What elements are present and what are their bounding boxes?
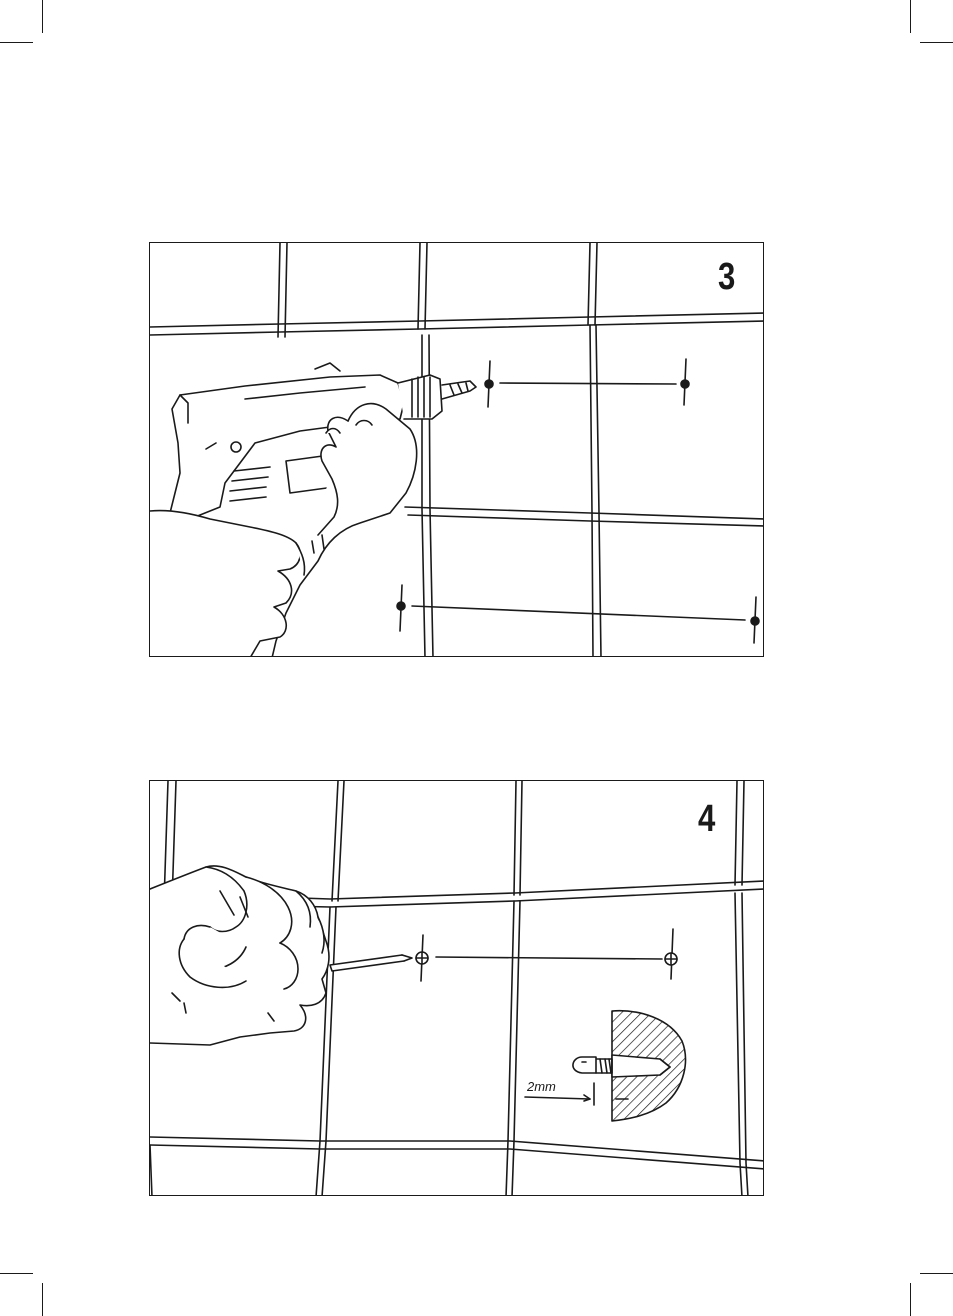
screw-markers (416, 929, 677, 981)
crop-mark-top-left-h (0, 42, 33, 43)
figure-step-3: 3 (149, 242, 764, 657)
step-number: 3 (718, 258, 735, 296)
crop-mark-bottom-right-v (910, 1283, 911, 1316)
screwdriver-illustration: 2mm (150, 781, 764, 1196)
crop-mark-top-right-h (920, 42, 953, 43)
dimension-label: 2mm (526, 1079, 556, 1094)
wall-section-detail: 2mm (525, 1011, 685, 1121)
hole-markers (397, 359, 759, 643)
step-number: 4 (698, 800, 715, 838)
drill-illustration (150, 243, 764, 657)
hand-illustration (150, 866, 329, 1045)
crop-mark-bottom-left-h (0, 1273, 33, 1274)
screwdriver-icon (330, 955, 412, 971)
crop-mark-top-left-v (42, 0, 43, 33)
crop-mark-top-right-v (910, 0, 911, 33)
crop-mark-bottom-left-v (42, 1283, 43, 1316)
figure-step-4: 2mm 4 (149, 780, 764, 1196)
crop-mark-bottom-right-h (920, 1273, 953, 1274)
